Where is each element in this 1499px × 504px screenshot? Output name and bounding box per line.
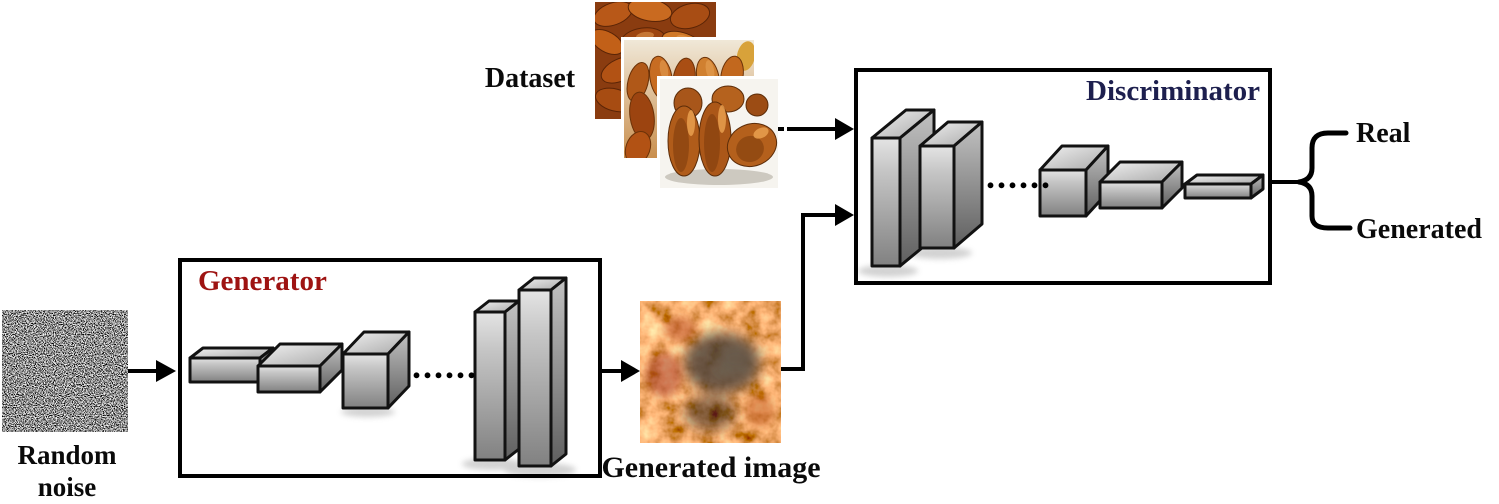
discriminator-layer-2 [918, 120, 984, 250]
discriminator-layer-4 [1098, 160, 1184, 210]
arrow-generator-to-generated-image [602, 360, 640, 382]
discriminator-title: Discriminator [1086, 75, 1260, 107]
generated-image-label: Generated image [601, 451, 821, 484]
dataset-label: Dataset [484, 63, 576, 94]
output-brace [1296, 130, 1353, 231]
generated-image [640, 301, 781, 443]
generator-title: Generator [198, 265, 327, 297]
connector-generated-to-discriminator [772, 204, 854, 371]
discriminator-layer-5 [1183, 173, 1265, 200]
discriminator-box: Discriminator [854, 68, 1272, 285]
output-generated-label: Generated [1356, 214, 1482, 245]
output-real-label: Real [1356, 118, 1411, 149]
discriminator-layer-3 [1038, 144, 1110, 218]
arrow-noise-to-generator [127, 360, 176, 382]
random-noise-image [2, 310, 128, 432]
generator-ellipsis: ...... [412, 346, 478, 386]
arrow-dataset-to-discriminator [770, 118, 854, 140]
random-noise-label: Random noise [17, 440, 117, 502]
discriminator-ellipsis: ...... [986, 156, 1052, 196]
generator-layer-2 [256, 342, 344, 394]
generator-layer-3 [341, 330, 411, 410]
dataset-image-front [657, 76, 787, 197]
generator-box: Generator [178, 258, 602, 478]
generator-layer-5 [517, 276, 568, 468]
